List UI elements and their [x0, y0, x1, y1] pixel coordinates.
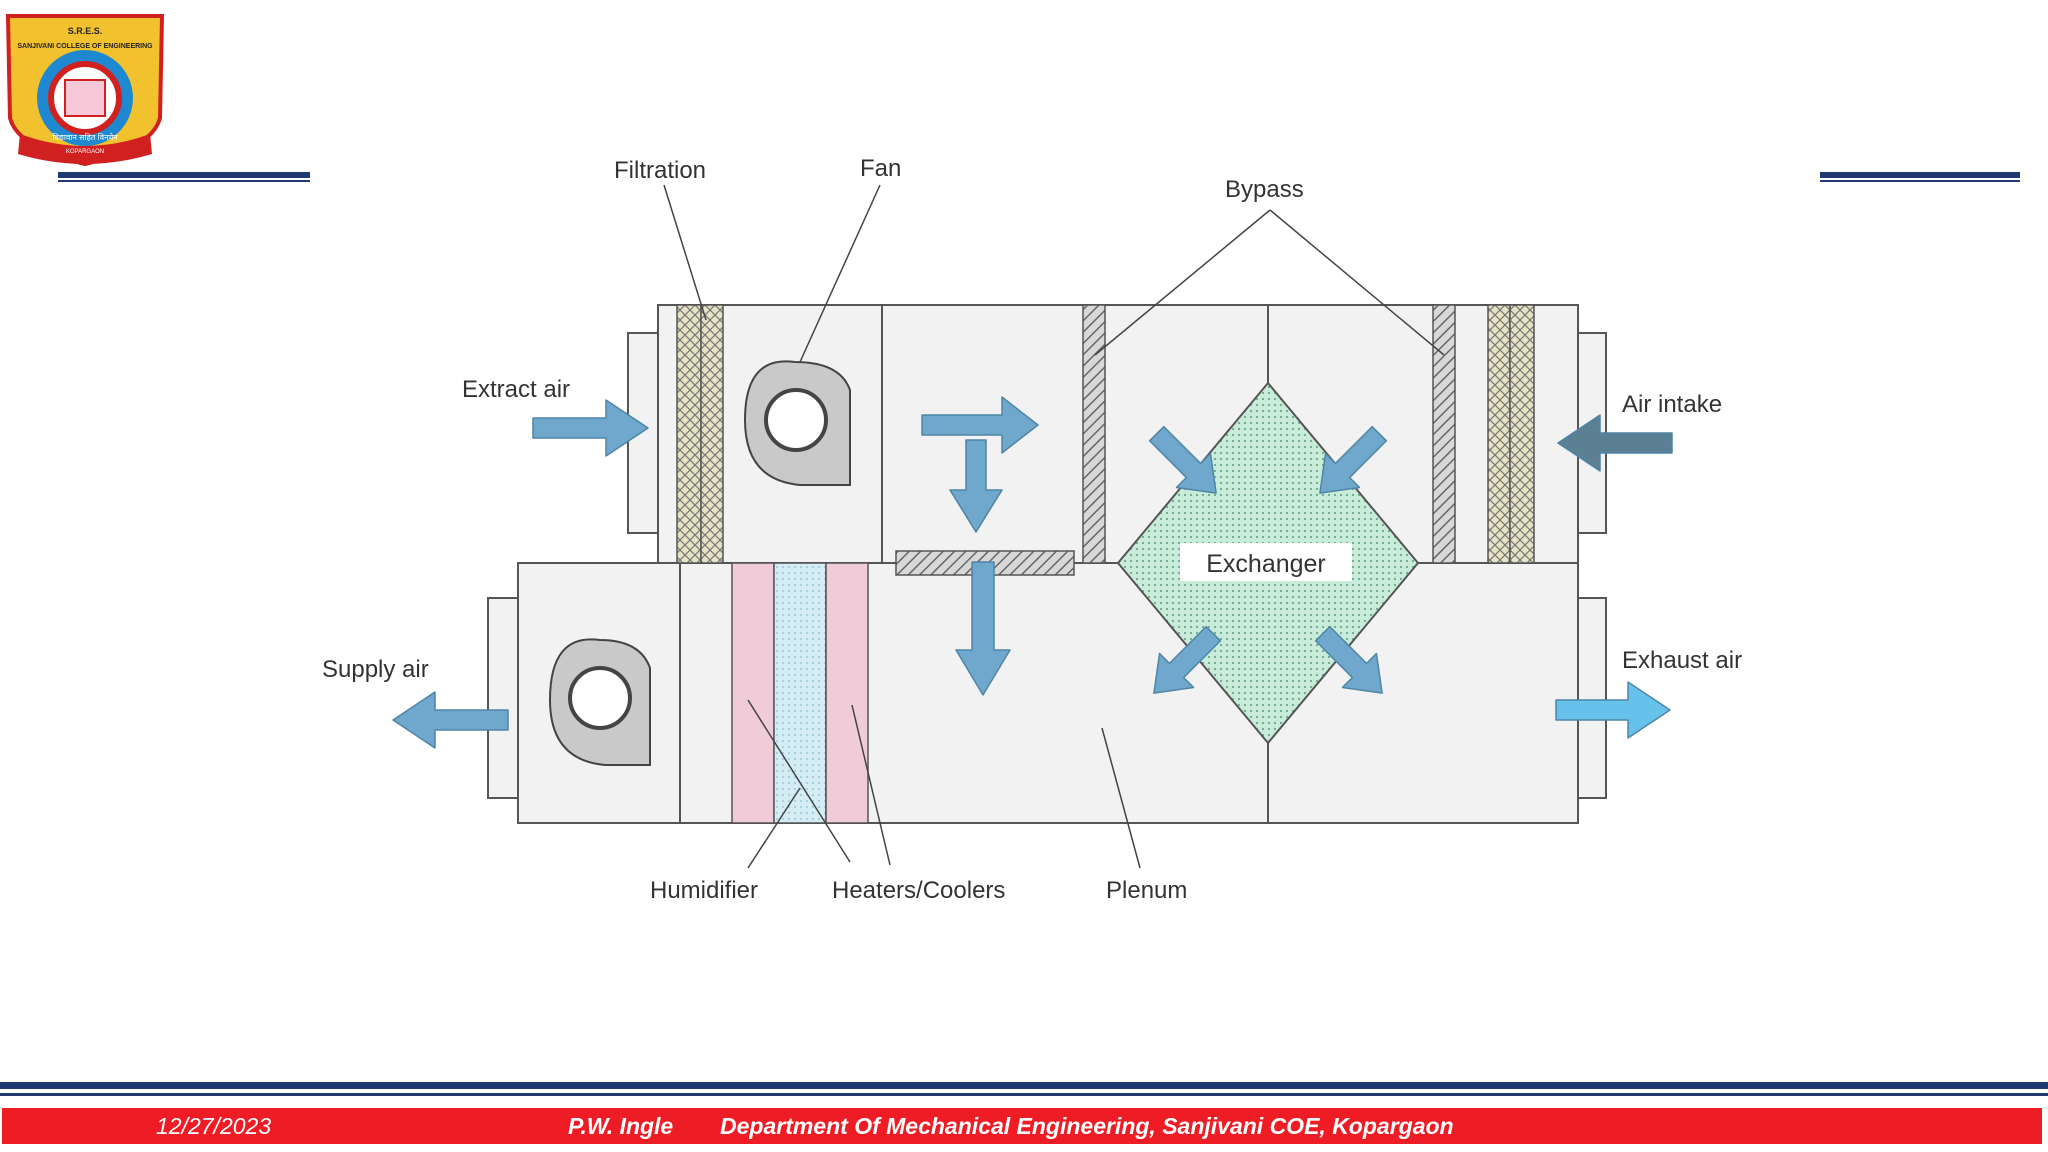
air-flow-arrows [392, 396, 1673, 749]
label-filtration: Filtration [614, 157, 706, 184]
label-air-intake: Air intake [1622, 391, 1722, 418]
exchanger-arrow-top-left [1148, 425, 1217, 494]
label-supply-air: Supply air [322, 656, 429, 683]
footer-date: 12/27/2023 [156, 1113, 272, 1139]
label-plenum: Plenum [1106, 877, 1187, 904]
heater-coil-right [825, 562, 869, 824]
heater-coil-left [731, 562, 775, 824]
exchanger-label: Exchanger [1206, 550, 1326, 578]
footer-department: Department Of Mechanical Engineering, Sa… [720, 1113, 1454, 1139]
label-fan: Fan [860, 155, 901, 182]
mixing-arrow-down [955, 561, 1011, 696]
recirculation-arrow-down [949, 439, 1003, 533]
logo-top-text: S.R.E.S. [68, 26, 103, 36]
recirculation-arrow-right [921, 396, 1039, 454]
humidifier-section [773, 562, 827, 824]
logo-place-text: KOPARGAON [66, 149, 104, 155]
extract-filter [676, 304, 724, 564]
lower-duct [487, 562, 1607, 824]
footer-line-bottom [0, 1093, 2048, 1096]
header-line-left [58, 172, 310, 182]
logo-name-text: SANJIVANI COLLEGE OF ENGINEERING [17, 43, 153, 50]
label-bypass: Bypass [1225, 176, 1304, 203]
bypass-damper-left [1082, 304, 1106, 564]
exchanger-arrow-top-right [1319, 425, 1388, 494]
fan-lower-icon [548, 638, 651, 766]
exhaust-air-arrow [1555, 681, 1671, 739]
leader-lines [663, 184, 1445, 869]
label-humidifier: Humidifier [650, 877, 758, 904]
label-extract-air: Extract air [462, 376, 570, 403]
footer-author: P.W. Ingle [568, 1113, 674, 1139]
bypass-damper-right [1432, 304, 1456, 564]
fan-upper-icon [743, 360, 851, 486]
footer-bar: 12/27/2023 P.W. Ingle Department Of Mech… [2, 1108, 2042, 1144]
extract-air-arrow [532, 399, 649, 457]
logo-motto-text: विद्यावान सहित विनयेन [52, 132, 118, 142]
supply-air-arrow [392, 691, 509, 749]
header-line-right [1820, 172, 2020, 182]
label-exhaust-air: Exhaust air [1622, 647, 1742, 674]
footer-line-top [0, 1082, 2048, 1089]
college-logo: S.R.E.S. SANJIVANI COLLEGE OF ENGINEERIN… [5, 14, 165, 167]
logo-ribbon [18, 134, 152, 164]
label-heaters-coolers: Heaters/Coolers [832, 877, 1005, 904]
exchanger-arrow-bottom-left [1153, 625, 1222, 694]
intake-filter [1487, 304, 1535, 564]
exchanger-arrow-bottom-right [1314, 625, 1383, 694]
air-intake-arrow [1557, 414, 1673, 472]
